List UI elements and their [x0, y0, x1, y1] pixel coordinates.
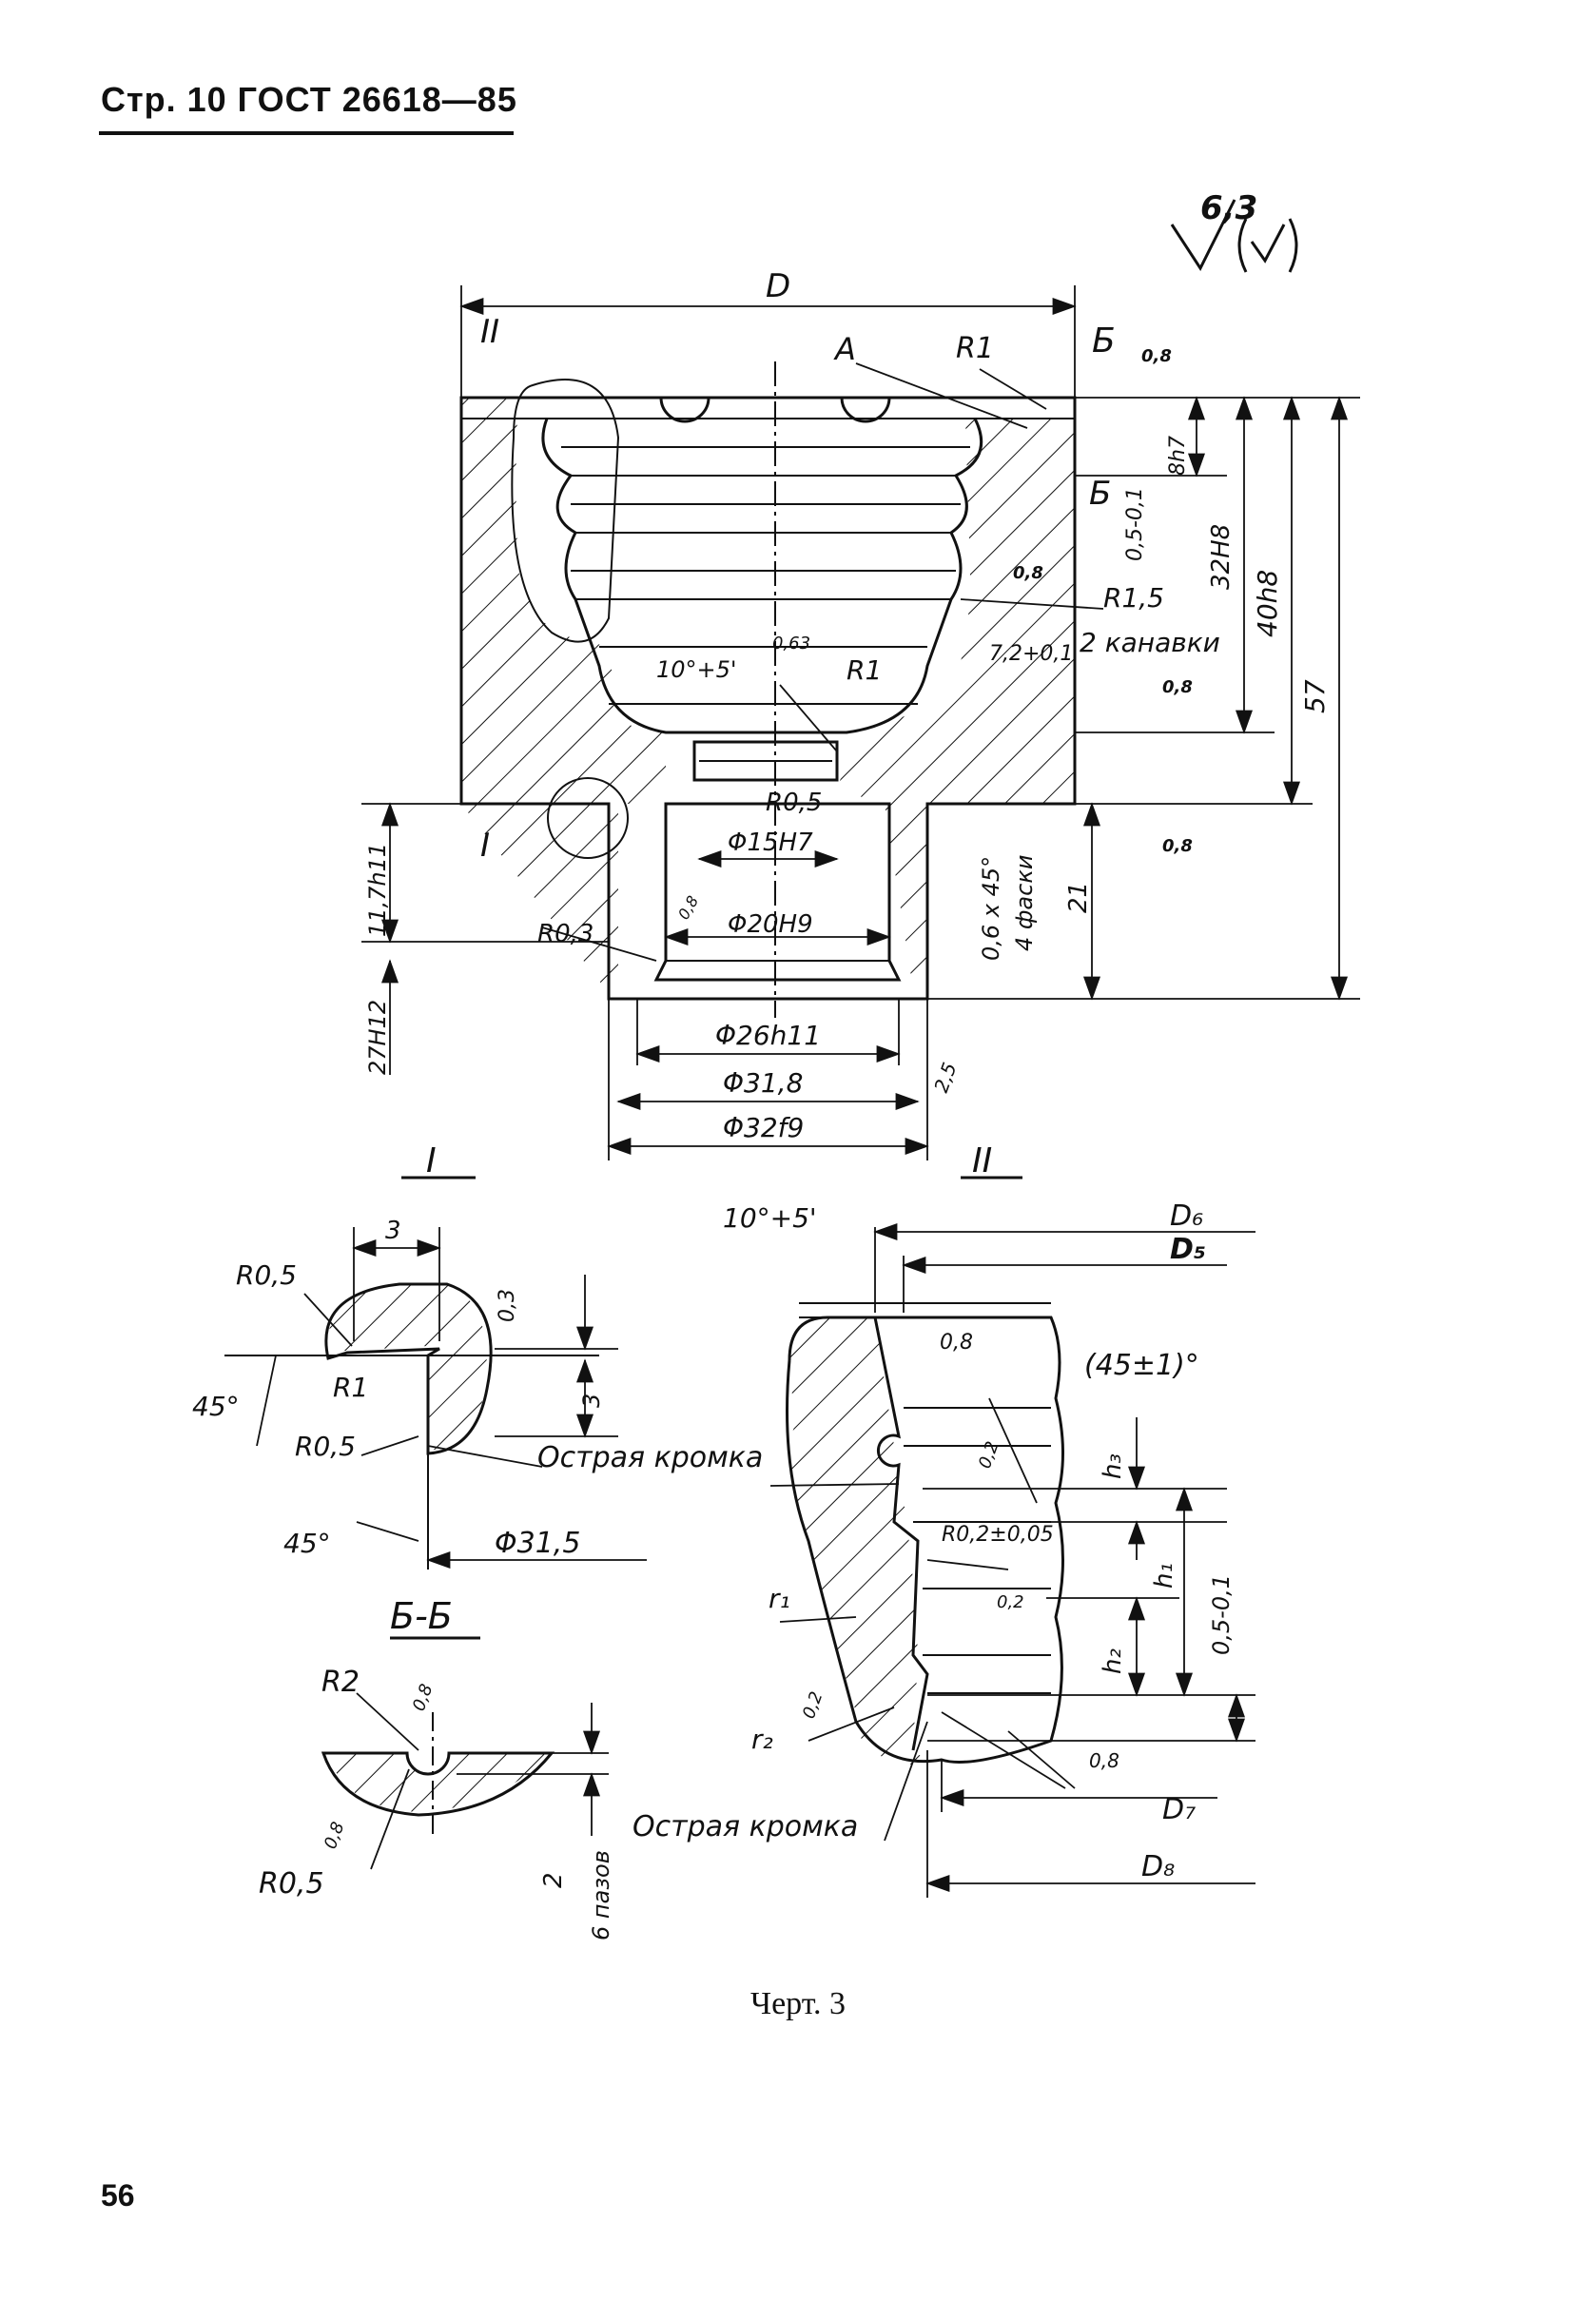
detail-II-R02: R0,2±0,05	[942, 1523, 1054, 1547]
detail-II-D5: D₅	[1170, 1233, 1206, 1266]
label-II: II	[480, 313, 499, 351]
detail-II-r02a: 0,2	[975, 1439, 1003, 1472]
detail-II-ang45: (45±1)°	[1084, 1349, 1199, 1382]
detail-I-h03: 0,3	[496, 1289, 519, 1322]
detail-I-a45b: 45°	[283, 1528, 331, 1559]
label-r08-mid: 0,8	[1013, 563, 1043, 583]
detail-I-view	[224, 1176, 647, 1570]
label-chamfer: 0,6 x 45°	[978, 856, 1004, 961]
roughness-symbol: 6,3	[1170, 189, 1298, 273]
detail-II-view	[769, 1176, 1255, 1898]
label-B-top: Б	[1092, 322, 1116, 361]
detail-I-R05b: R0,5	[295, 1431, 356, 1462]
section-BB-r08a: 0,8	[409, 1682, 438, 1714]
detail-II-r2: r₂	[751, 1724, 773, 1755]
detail-II-D7: D₇	[1162, 1793, 1196, 1826]
label-r08-low: 0,8	[1162, 677, 1193, 697]
label-chamfer4: 4 фаски	[1011, 855, 1038, 951]
detail-I-edge: Острая кромка	[537, 1441, 763, 1474]
section-BB-grooves6: 6 пазов	[588, 1850, 614, 1940]
label-R1-top: R1	[956, 332, 994, 365]
detail-II-h1: h₁	[1150, 1563, 1178, 1589]
detail-II-h2: h₂	[1099, 1648, 1127, 1674]
detail-II-h05: 0,5-0,1	[1208, 1574, 1235, 1655]
label-d318: Φ31,8	[723, 1067, 803, 1099]
label-r08-right: 0,8	[1162, 836, 1193, 856]
label-57: 57	[1299, 679, 1331, 713]
label-d32: Φ32f9	[723, 1112, 804, 1143]
label-h05: 0,5-0,1	[1123, 487, 1147, 561]
detail-II-labels: II 10°+5' D₆ D₅ 0,8 (45±1)° 0,2 h₃ R0,2±…	[633, 1141, 1235, 1883]
detail-II-r08b: 0,8	[1089, 1749, 1119, 1772]
detail-I-R1: R1	[333, 1372, 368, 1403]
detail-II-D6: D₆	[1170, 1199, 1203, 1233]
detail-II-r02b: 0,2	[997, 1592, 1024, 1612]
label-r063: 0,63	[772, 634, 810, 653]
label-h117: 11,7h11	[364, 843, 391, 937]
detail-II-angle: 10°+5'	[723, 1202, 817, 1234]
section-BB-R2: R2	[321, 1666, 360, 1699]
detail-II-h3: h₃	[1099, 1453, 1127, 1479]
label-r25: 2,5	[929, 1060, 961, 1096]
detail-II-r1: r₁	[769, 1583, 790, 1614]
page-number: 56	[101, 2178, 135, 2213]
label-d20: Φ20H9	[728, 910, 813, 939]
detail-I-R05a: R0,5	[236, 1259, 297, 1291]
detail-I-title: I	[426, 1141, 437, 1180]
main-section-view	[361, 285, 1360, 1160]
label-R05: R0,5	[766, 789, 822, 817]
label-R15: R1,5	[1103, 582, 1164, 614]
detail-I-labels: I 3 R0,5 0,3 R1 3 45° R0,5 Острая кромка…	[192, 1141, 763, 1560]
label-I: I	[480, 827, 490, 865]
label-grooves: 2 канавки	[1080, 627, 1220, 658]
label-h27: 27H12	[364, 1000, 391, 1075]
label-d15: Φ15H7	[728, 829, 813, 857]
detail-I-a45a: 45°	[192, 1391, 240, 1422]
figure-caption: Черт. 3	[749, 1986, 847, 2021]
detail-I-w3: 3	[385, 1217, 401, 1245]
label-D: D	[766, 267, 790, 305]
label-r08-small: 0,8	[674, 892, 702, 923]
detail-I-d315: Φ31,5	[495, 1527, 580, 1560]
detail-II-D8: D₈	[1141, 1850, 1175, 1883]
detail-II-r08: 0,8	[940, 1331, 973, 1355]
detail-II-r02c: 0,2	[799, 1689, 827, 1722]
label-tol72: 7,2+0,1	[989, 642, 1073, 666]
label-8h7: 8h7	[1166, 436, 1190, 476]
detail-I-h3: 3	[578, 1394, 605, 1408]
section-BB-view	[321, 1636, 609, 1870]
label-angle: 10°+5'	[656, 656, 737, 683]
label-A: A	[833, 331, 856, 367]
section-BB-r08b: 0,8	[321, 1820, 349, 1852]
section-BB-labels: Б-Б R2 0,8 0,8 R0,5 2 6 пазов	[259, 1595, 614, 1940]
page-header: Стр. 10 ГОСТ 26618—85	[101, 80, 517, 119]
section-BB-R05: R0,5	[259, 1867, 324, 1901]
label-h21: 21	[1064, 882, 1093, 913]
label-R03: R0,3	[537, 920, 594, 948]
header-underline	[99, 131, 514, 135]
label-32H8: 32H8	[1207, 524, 1236, 590]
label-r08-top: 0,8	[1141, 346, 1172, 366]
detail-II-edge: Острая кромка	[633, 1810, 858, 1843]
detail-II-title: II	[972, 1141, 992, 1180]
section-BB-h2: 2	[539, 1872, 568, 1888]
label-R1-mid: R1	[847, 654, 882, 686]
section-BB-title: Б-Б	[390, 1595, 453, 1637]
label-B-mid: Б	[1089, 475, 1111, 513]
label-40h8: 40h8	[1252, 570, 1283, 637]
label-d26: Φ26h11	[715, 1020, 821, 1051]
